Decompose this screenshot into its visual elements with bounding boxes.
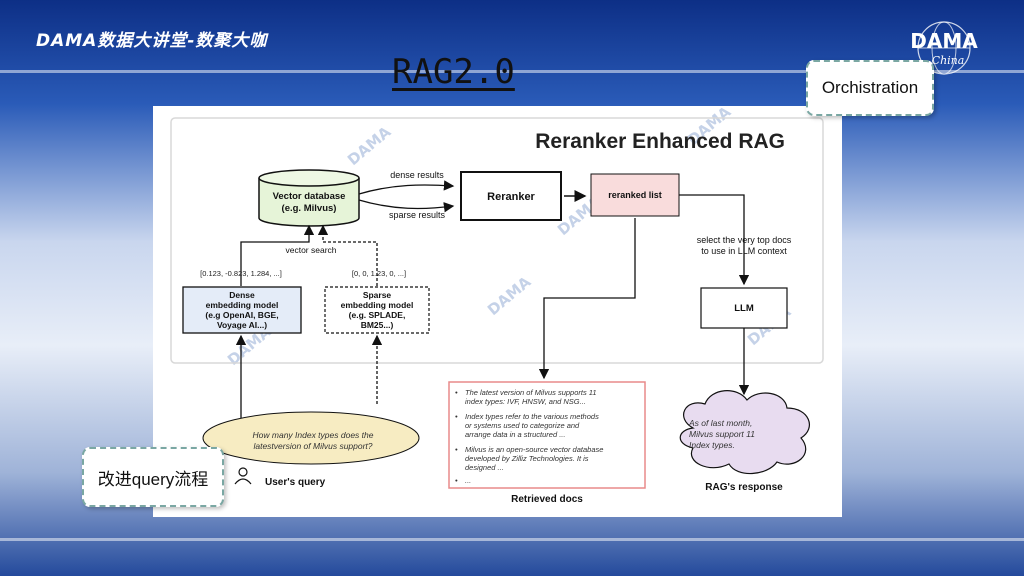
svg-text:Vector database: Vector database [273,191,346,202]
svg-text:embedding model: embedding model [206,300,279,310]
user-query-bubble: How many Index types does the latestvers… [202,411,420,465]
improve-query-callout: 改进query流程 [82,447,224,507]
svg-text:•: • [455,412,458,421]
orchestration-callout: Orchistration [806,60,934,116]
retrieved-docs-node [448,381,646,489]
svg-text:Sparse: Sparse [363,290,392,300]
dense-vector-text: [0.123, -0.823, 1.284, ...] [200,269,282,278]
svg-text:As of last month,: As of last month, [688,418,752,428]
response-cloud: As of last month, Milvus support 11 Inde… [679,390,810,475]
svg-text:or systems used to categorize: or systems used to categorize and [465,421,580,430]
dense-search-arrow [240,224,315,286]
svg-text:Milvus is an open-source vecto: Milvus is an open-source vector database [465,445,603,454]
retrieved-docs-list: • The latest version of Milvus supports … [455,388,603,485]
svg-text:Index types.: Index types. [689,440,735,450]
reranker-node [460,171,562,221]
svg-text:The latest version of Milvus s: The latest version of Milvus supports 11 [465,388,597,397]
llm-label: LLM [734,303,754,314]
dense-results-label: dense results [390,170,444,180]
user-query-label: User's query [265,477,326,488]
select-docs-line1: select the very top docs [697,235,792,245]
svg-text:developed by Zilliz Technologi: developed by Zilliz Technologies. It is [465,454,589,463]
svg-text:•: • [455,476,458,485]
svg-text:index types: IVF, HNSW, and NS: index types: IVF, HNSW, and NSG... [465,397,586,406]
sparse-results-label: sparse results [389,210,446,220]
dense-results-arrow [358,180,455,195]
svg-text:DAMA: DAMA [484,273,535,320]
diagram-title: Reranker Enhanced RAG [535,130,785,153]
svg-text:DAMA: DAMA [344,123,395,170]
dense-embedding-node [182,286,302,334]
svg-text:Dense: Dense [229,290,255,300]
svg-text:latestversion of Milvus suppor: latestversion of Milvus support? [253,441,372,451]
svg-text:•: • [455,388,458,397]
reranked-list-label: reranked list [608,190,662,200]
svg-text:BM25...): BM25...) [361,320,394,330]
svg-text:embedding model: embedding model [341,300,414,310]
svg-text:arrange data in a structured .: arrange data in a structured ... [465,430,565,439]
diagram-frame [170,117,824,364]
list-to-llm-arrow [679,194,750,286]
reranker-rag-diagram: DAMA DAMA DAMA DAMA DAMA DAMA DAMA Reran… [170,106,824,505]
svg-text:How many Index types does the: How many Index types does the [253,430,374,440]
sparse-embedding-node [324,286,430,334]
logo-text: DAMA [910,29,978,53]
svg-text:(e.g. SPLADE,: (e.g. SPLADE, [349,310,406,320]
sparse-results-arrow [358,199,455,213]
retrieved-docs-label: Retrieved docs [511,494,583,505]
sparse-search-arrow [317,224,378,286]
svg-text:(e.g OpenAI, BGE,: (e.g OpenAI, BGE, [205,310,278,320]
logo-sub: China [932,54,965,67]
svg-text:•: • [455,445,458,454]
svg-text:designed ...: designed ... [465,463,504,472]
decor-streak [0,70,1024,73]
svg-text:Voyage AI...): Voyage AI...) [217,320,267,330]
svg-text:Index types refer to the vario: Index types refer to the various methods [465,412,599,421]
decor-streak [0,538,1024,541]
slide-title: RAG2.0 [392,52,515,92]
brand-title: DAMA数据大讲堂-数聚大咖 [36,31,268,51]
vector-search-label: vector search [285,245,336,255]
svg-text:...: ... [465,476,471,485]
response-label: RAG's response [705,482,783,493]
reranked-list-node [590,173,680,217]
user-icon [234,467,252,485]
reranker-label: Reranker [487,191,535,203]
sparse-vector-text: [0, 0, 1.23, 0, ...] [352,269,406,278]
select-docs-line2: to use in LLM context [701,246,787,256]
diagram-panel: DAMA DAMA DAMA DAMA DAMA DAMA DAMA Reran… [153,106,842,517]
svg-text:Milvus support 11: Milvus support 11 [689,429,755,439]
list-to-docs-arrow [538,218,636,380]
vector-database-node: Vector database (e.g. Milvus) [258,169,360,227]
svg-text:(e.g. Milvus): (e.g. Milvus) [282,203,337,214]
dama-china-logo: DAMA China [910,21,978,75]
